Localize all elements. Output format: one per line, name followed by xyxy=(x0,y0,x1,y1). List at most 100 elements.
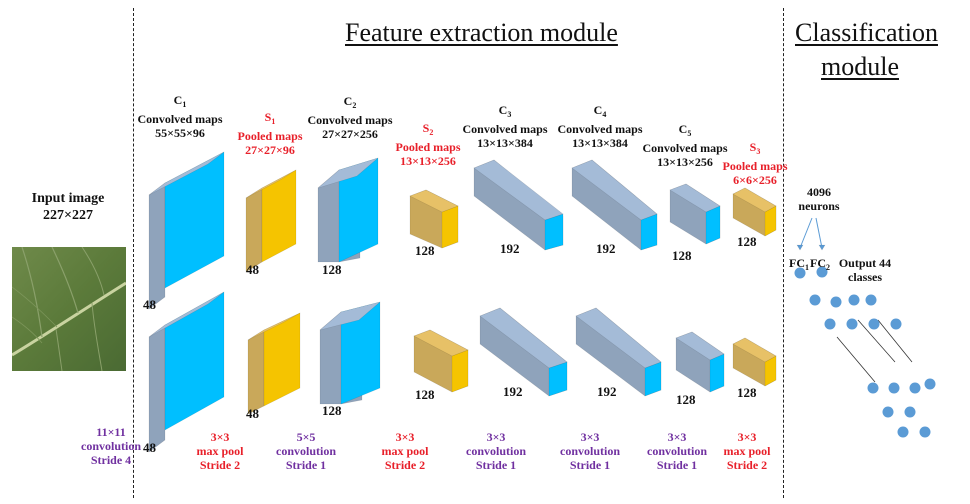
c5-top-lid xyxy=(669,183,721,213)
layer-label-c5: C5 Convolved maps 13×13×256 xyxy=(642,122,728,169)
neuron-17 xyxy=(897,426,909,438)
s3-bottom-lid xyxy=(732,337,777,363)
layer-label-s2: S2 Pooled maps 13×13×256 xyxy=(395,121,461,168)
s1-bottom-side xyxy=(247,329,265,415)
c1-top-face xyxy=(164,151,225,289)
neuron-15 xyxy=(904,406,916,418)
c5-bottom-lid xyxy=(675,331,725,361)
connection-line-1 xyxy=(836,336,876,383)
s1-bottom-face xyxy=(263,312,301,407)
neuron-1 xyxy=(794,267,806,279)
s2-bottom-lid xyxy=(413,329,469,357)
depth-top-s3: 128 xyxy=(737,234,757,249)
neuron-8 xyxy=(846,318,858,330)
neuron-3 xyxy=(809,294,821,306)
depth-top-s2: 128 xyxy=(415,243,435,258)
module-divider-right xyxy=(783,8,784,498)
c4-bottom-face xyxy=(644,361,662,397)
fc1-label: FC1 xyxy=(789,256,809,272)
depth-bottom-c2: 128 xyxy=(322,403,342,418)
input-image-size: 227×227 xyxy=(43,208,93,223)
depth-top-s1: 48 xyxy=(246,262,259,277)
s3-top-lid xyxy=(732,187,777,213)
depth-top-c4: 192 xyxy=(596,241,616,256)
depth-bottom-c1: 48 xyxy=(143,440,156,455)
c2-bottom-lid xyxy=(319,301,381,331)
s2-top-lid xyxy=(409,189,459,213)
depth-bottom-c4: 192 xyxy=(597,384,617,399)
depth-top-c5: 128 xyxy=(672,248,692,263)
neuron-9 xyxy=(868,318,880,330)
depth-bottom-s2: 128 xyxy=(415,387,435,402)
fc2-label: FC2 xyxy=(810,256,830,272)
neuron-14 xyxy=(882,406,894,418)
layer-label-c3: C3 Convolved maps 13×13×384 xyxy=(462,103,548,150)
neuron-11 xyxy=(867,382,879,394)
c1-top-lid xyxy=(148,151,225,196)
classification-title-line2: module xyxy=(821,52,899,81)
s2-bottom-face xyxy=(451,349,469,393)
depth-top-c3: 192 xyxy=(500,241,520,256)
layer-label-c2: C2 Convolved maps 27×27×256 xyxy=(307,94,393,141)
c5-bottom-face xyxy=(709,353,725,393)
c3-bottom-lid xyxy=(479,307,568,369)
depth-top-c1: 48 xyxy=(143,297,156,312)
depth-bottom-s1: 48 xyxy=(246,406,259,421)
c1-top-side xyxy=(148,182,166,310)
arrow-to-fc2 xyxy=(815,217,823,249)
layer-label-s3: S3 Pooled maps 6×6×256 xyxy=(722,140,788,187)
s1-bottom-lid xyxy=(247,312,301,341)
classification-title-line1: Classification xyxy=(795,18,938,47)
depth-bottom-s3: 128 xyxy=(737,385,757,400)
c5-top-face xyxy=(705,205,721,245)
neuron-2 xyxy=(816,266,828,278)
input-leaf-image xyxy=(12,247,126,371)
c1-bottom-lid xyxy=(148,291,225,338)
classification-title: Classification module xyxy=(795,16,938,84)
arrowhead-fc2 xyxy=(818,244,826,251)
layer-label-s1: S1 Pooled maps 27×27×96 xyxy=(237,110,303,157)
s1-top-lid xyxy=(245,169,297,199)
s1-top-face xyxy=(261,169,297,263)
depth-bottom-c3: 192 xyxy=(503,384,523,399)
layer-label-c4: C4 Convolved maps 13×13×384 xyxy=(557,103,643,150)
arrowhead-fc1 xyxy=(796,244,804,251)
depth-top-c2: 128 xyxy=(322,262,342,277)
s1-top-side xyxy=(245,187,263,273)
c3-top-lid xyxy=(473,159,564,221)
input-image-label: Input image 227×227 xyxy=(32,190,105,224)
arrow-to-fc1 xyxy=(799,217,813,249)
neuron-7 xyxy=(824,318,836,330)
neuron-6 xyxy=(865,294,877,306)
neuron-10 xyxy=(890,318,902,330)
c4-top-lid xyxy=(571,159,658,221)
leaf-texture xyxy=(12,247,126,371)
s2-top-face xyxy=(441,205,459,249)
neuron-16 xyxy=(924,378,936,390)
neuron-13 xyxy=(909,382,921,394)
depth-bottom-c5: 128 xyxy=(676,392,696,407)
connection-line-3 xyxy=(877,319,913,363)
input-image-title: Input image xyxy=(31,191,105,206)
c4-top-face xyxy=(640,213,658,251)
feature-extraction-title: Feature extraction module xyxy=(345,18,618,47)
c4-bottom-lid xyxy=(575,307,662,369)
neuron-12 xyxy=(888,382,900,394)
neuron-4 xyxy=(830,296,842,308)
c1-bottom-face xyxy=(164,291,225,431)
layer-label-c1: C1 Convolved maps 55×55×96 xyxy=(137,93,223,140)
neuron-5 xyxy=(848,294,860,306)
connection-line-2 xyxy=(857,319,896,363)
c2-top-lid xyxy=(317,157,379,189)
